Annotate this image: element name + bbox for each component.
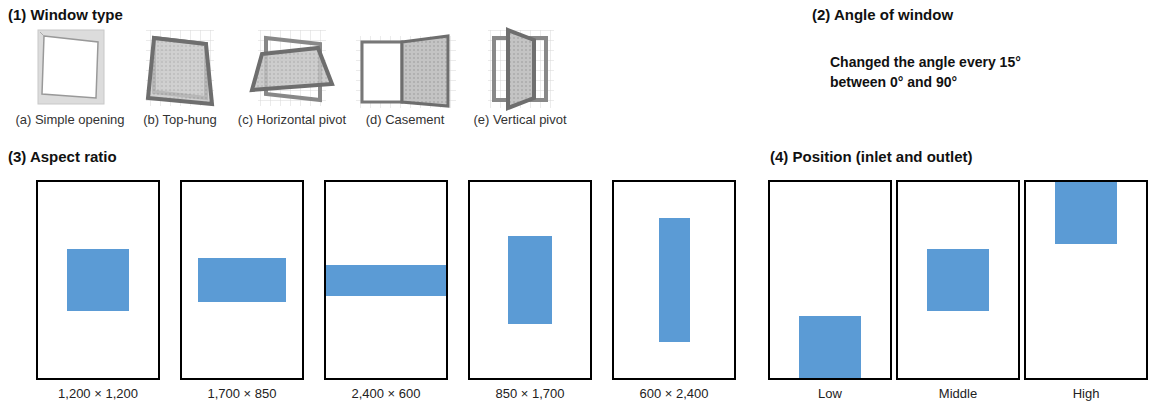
window-caption: (c) Horizontal pivot <box>238 112 346 127</box>
window-caption: (a) Simple opening <box>15 112 124 127</box>
frame-caption: 600 × 2,400 <box>639 386 708 401</box>
casement-window <box>356 36 456 108</box>
window-caption: (b) Top-hung <box>143 112 216 127</box>
vertical-pivot-window <box>488 30 554 108</box>
aspect-ratio-frame: 1,700 × 850 <box>180 180 304 380</box>
window-opening <box>508 236 552 324</box>
frame-caption: High <box>1073 386 1100 401</box>
section-heading: (4) Position (inlet and outlet) <box>770 148 973 165</box>
section-heading: (1) Window type <box>8 6 123 23</box>
section-heading: (3) Aspect ratio <box>8 148 117 165</box>
window-caption: (d) Casement <box>366 112 445 127</box>
top-hung-window <box>146 30 214 106</box>
position-frame: High <box>1024 180 1148 380</box>
angle-note: Changed the angle every 15° between 0° a… <box>830 52 1045 92</box>
window-opening <box>198 258 286 302</box>
window-opening <box>326 265 446 296</box>
frame-caption: Middle <box>939 386 977 401</box>
frame-caption: Low <box>818 386 842 401</box>
window-opening <box>799 316 861 378</box>
frame-caption: 1,700 × 850 <box>207 386 276 401</box>
window-opening <box>1055 182 1117 244</box>
aspect-ratio-frame: 600 × 2,400 <box>612 180 736 380</box>
frame-caption: 1,200 × 1,200 <box>58 386 138 401</box>
section-heading: (2) Angle of window <box>812 6 953 23</box>
position-frame: Low <box>768 180 892 380</box>
horizontal-pivot-window <box>252 30 332 106</box>
aspect-ratio-frame: 1,200 × 1,200 <box>36 180 160 380</box>
window-opening <box>927 249 989 311</box>
aspect-ratio-frame: 2,400 × 600 <box>324 180 448 380</box>
aspect-ratio-frame: 850 × 1,700 <box>468 180 592 380</box>
position-frame: Middle <box>896 180 1020 380</box>
frame-caption: 2,400 × 600 <box>351 386 420 401</box>
window-opening <box>67 249 129 311</box>
window-caption: (e) Vertical pivot <box>473 112 566 127</box>
window-opening <box>659 218 690 342</box>
simple-opening-window <box>38 30 104 104</box>
frame-caption: 850 × 1,700 <box>495 386 564 401</box>
